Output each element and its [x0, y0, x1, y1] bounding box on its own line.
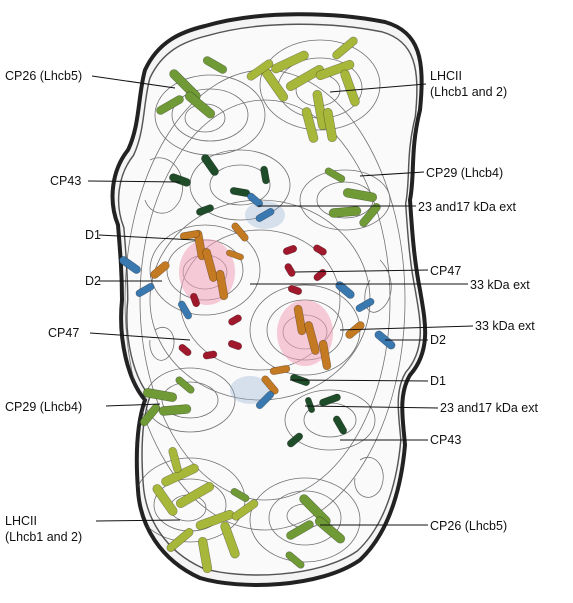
label-d1-top: D1 [85, 227, 101, 243]
label-cp43-top: CP43 [50, 173, 81, 189]
label-lhcii-top: LHCII (Lhcb1 and 2) [430, 68, 507, 100]
label-33-bottom: 33 kDa ext [475, 318, 535, 334]
label-cp26-top: CP26 (Lhcb5) [5, 68, 82, 84]
label-23-17-bottom: 23 and17 kDa ext [440, 400, 538, 416]
label-cp29-top: CP29 (Lhcb4) [426, 165, 503, 181]
label-cp26-bottom: CP26 (Lhcb5) [430, 518, 507, 534]
label-cp47-right: CP47 [430, 263, 461, 279]
label-33-top: 33 kDa ext [470, 277, 530, 293]
label-cp43-bottom: CP43 [430, 432, 461, 448]
label-cp29-bottom: CP29 (Lhcb4) [5, 399, 82, 415]
label-d2-bottom: D2 [430, 332, 446, 348]
label-d1-bottom: D1 [430, 373, 446, 389]
label-lhcii-bottom: LHCII (Lhcb1 and 2) [5, 513, 82, 545]
label-d2-top: D2 [85, 273, 101, 289]
label-cp47-left: CP47 [48, 325, 79, 341]
label-23-17-top: 23 and17 kDa ext [418, 199, 516, 215]
